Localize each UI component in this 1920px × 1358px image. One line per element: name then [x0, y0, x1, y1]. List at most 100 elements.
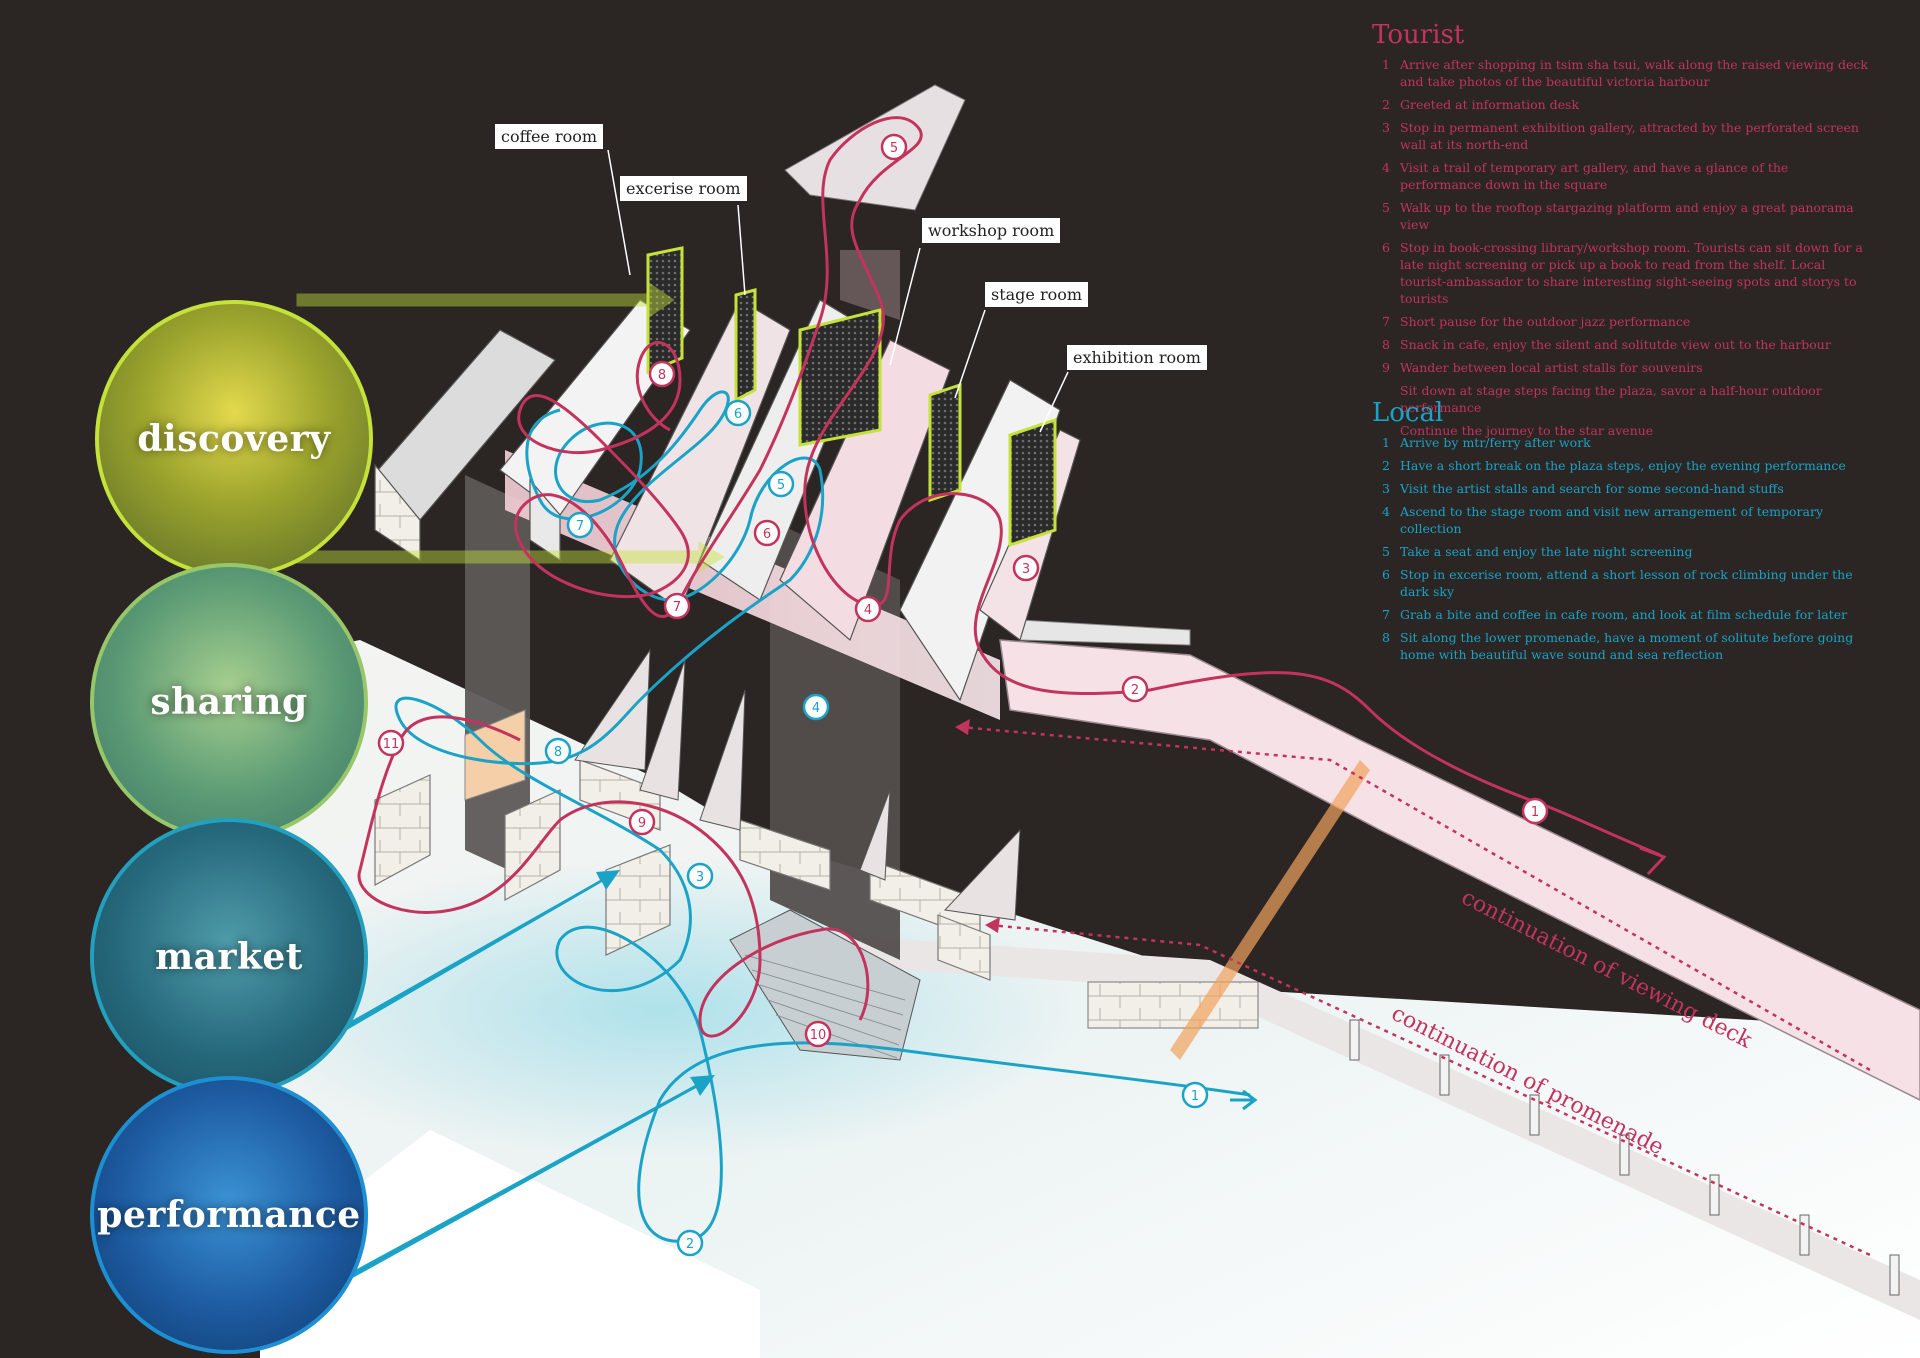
tourist-legend-item: Continue the journey to the star avenue: [1372, 422, 1872, 439]
local-legend-text: Sit along the lower promenade, have a mo…: [1400, 630, 1854, 662]
local-legend: Local 1 Arrive by mtr/ferry after work 2 Ha…: [1372, 398, 1872, 669]
theme-circle-market: market: [90, 818, 368, 1096]
theme-label-performance: performance: [97, 1194, 361, 1236]
local-route-marker-number: 1: [1191, 1089, 1199, 1104]
local-route-marker: [1181, 1081, 1209, 1109]
tourist-route-marker-number: 9: [638, 816, 646, 831]
rooftop-platform: [784, 84, 966, 211]
local-legend-number: 6: [1382, 567, 1390, 582]
local-route-marker: [676, 1229, 704, 1257]
tourist-route-marker: [663, 592, 691, 620]
local-route-marker-number: 4: [812, 701, 820, 716]
local-legend-text: Have a short break on the plaza steps, e…: [1400, 458, 1846, 473]
local-route: [394, 390, 1251, 1243]
tourist-legend-number: 8: [1382, 337, 1390, 352]
tourist-legend-title: Tourist: [1372, 20, 1465, 50]
local-route-marker: [767, 470, 795, 498]
theme-label-sharing: sharing: [150, 681, 308, 723]
tourist-legend-number: 7: [1382, 314, 1390, 329]
tourist-route-marker: [377, 729, 405, 757]
rooftop-shaft: [840, 250, 900, 320]
room-label-exercise: excerise room: [620, 176, 747, 201]
room-label-stage: stage room: [985, 282, 1089, 307]
theme-circle-sharing: sharing: [90, 563, 368, 841]
tourist-route-marker: [648, 360, 676, 388]
tourist-legend-text: Snack in cafe, enjoy the silent and soli…: [1400, 337, 1831, 352]
room-label-coffee: coffee room: [495, 124, 604, 149]
tourist-route-marker: [1012, 554, 1040, 582]
local-legend-item: 3 Visit the artist stalls and search for …: [1372, 480, 1872, 497]
tourist-route: [514, 116, 1661, 857]
tourist-route-lower: [357, 715, 870, 1038]
local-route-marker-number: 3: [696, 870, 704, 885]
stair-lines: [744, 954, 906, 1059]
local-exit-arrow: [1230, 1089, 1258, 1111]
local-legend-text: Grab a bite and coffee in cafe room, and…: [1400, 607, 1848, 622]
promenade-bench: [1087, 981, 1259, 1029]
tourist-legend-number: 4: [1382, 160, 1390, 175]
local-legend-number: 1: [1382, 435, 1390, 450]
grand-stairs: [729, 909, 921, 1061]
tourist-legend-item: 8 Snack in cafe, enjoy the silent and sol…: [1372, 336, 1872, 353]
local-legend-text: Visit the artist stalls and search for s…: [1400, 481, 1784, 496]
plaza-walls: [374, 759, 991, 981]
tourist-route-marker-number: 11: [383, 737, 400, 752]
tourist-route-marker: [804, 1020, 832, 1048]
local-legend-text: Ascend to the stage room and visit new a…: [1400, 504, 1824, 536]
local-route-marker: [802, 693, 830, 721]
local-legend-list: 1 Arrive by mtr/ferry after work 2 Have a s…: [1372, 434, 1872, 663]
local-legend-item: 1 Arrive by mtr/ferry after work: [1372, 434, 1872, 451]
triangular-fins: [574, 648, 1021, 921]
theme-label-discovery: discovery: [137, 418, 331, 460]
tourist-legend-item: 2 Greeted at information desk: [1372, 96, 1872, 113]
local-legend-text: Arrive by mtr/ferry after work: [1400, 435, 1591, 450]
tourist-legend-item: Sit down at stage steps facing the plaza…: [1372, 382, 1872, 416]
tourist-route-marker: [628, 808, 656, 836]
tourist-legend-text: Wander between local artist stalls for s…: [1400, 360, 1703, 375]
local-legend-number: 8: [1382, 630, 1390, 645]
tourist-legend-text: Greeted at information desk: [1400, 97, 1580, 112]
lower-plaza-block: [260, 1130, 760, 1358]
label-callouts: [607, 149, 1069, 433]
continuation-heads: [955, 719, 1000, 933]
tourist-legend-text: Continue the journey to the star avenue: [1400, 423, 1654, 438]
plaza-arrows: [300, 870, 715, 1306]
local-legend-number: 2: [1382, 458, 1390, 473]
tourist-route-marker: [854, 595, 882, 623]
local-route-marker-number: 2: [686, 1237, 694, 1252]
tourist-legend-number: 3: [1382, 120, 1390, 135]
tourist-legend-list: 1 Arrive after shopping in tsim sha tsui,…: [1372, 56, 1872, 439]
local-legend-number: 3: [1382, 481, 1390, 496]
local-legend-number: 4: [1382, 504, 1390, 519]
tourist-arrowhead: [1639, 846, 1667, 876]
theme-circle-performance: performance: [90, 1076, 368, 1354]
tourist-legend-text: Sit down at stage steps facing the plaza…: [1400, 383, 1822, 415]
local-legend-item: 8 Sit along the lower promenade, have a m…: [1372, 629, 1872, 663]
continuation-arrows: [959, 725, 1871, 1257]
tourist-legend-number: 5: [1382, 200, 1390, 215]
tourist-legend-number: 1: [1382, 57, 1390, 72]
tourist-route-marker-number: 3: [1022, 562, 1030, 577]
tourist-route-marker: [880, 133, 908, 161]
tourist-markers: 1 2 3 4 5 6 7 8 9 10 11: [377, 133, 1549, 1048]
local-route-marker: [686, 862, 714, 890]
local-legend-title: Local: [1372, 398, 1444, 428]
tourist-legend-number: 2: [1382, 97, 1390, 112]
tourist-route-marker-number: 1: [1531, 805, 1539, 820]
local-route-marker: [724, 399, 752, 427]
local-route-marker-number: 6: [734, 407, 742, 422]
tourist-legend-text: Stop in book-crossing library/workshop r…: [1400, 240, 1863, 306]
theme-label-market: market: [155, 936, 303, 978]
tourist-route-marker-number: 10: [810, 1028, 827, 1043]
tourist-legend-text: Arrive after shopping in tsim sha tsui, …: [1400, 57, 1868, 89]
light-beam: [1170, 760, 1370, 1060]
tourist-route-marker-number: 8: [658, 368, 666, 383]
local-legend-item: 4 Ascend to the stage room and visit new …: [1372, 503, 1872, 537]
